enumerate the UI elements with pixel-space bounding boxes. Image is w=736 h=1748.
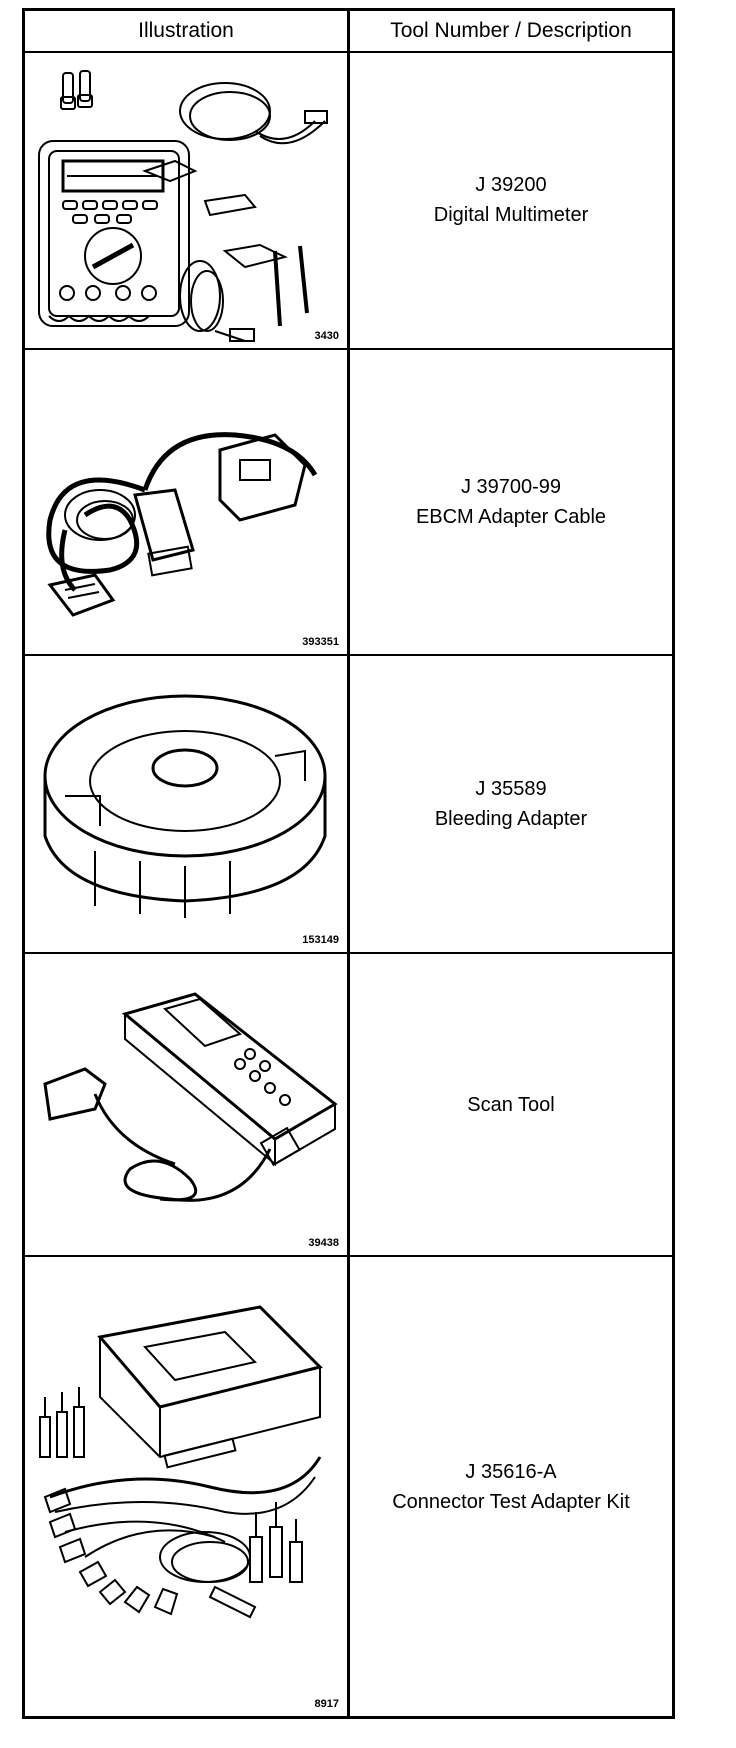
description-cell: J 35589 Bleeding Adapter bbox=[350, 656, 672, 952]
table-header: Illustration Tool Number / Description bbox=[25, 11, 672, 53]
illustration-cell: 39438 bbox=[25, 954, 350, 1255]
tool-number: J 39700-99 bbox=[460, 476, 562, 498]
figure-id: 3430 bbox=[314, 330, 339, 342]
table-row: 393351 J 39700-99 EBCM Adapter Cable bbox=[25, 350, 672, 656]
adapter-kit-icon bbox=[39, 1305, 323, 1619]
description-cell: J 39700-99 EBCM Adapter Cable bbox=[350, 350, 672, 654]
adapter-cable-icon bbox=[46, 432, 318, 617]
illustration-cell: 3430 bbox=[25, 51, 350, 348]
tool-description: EBCM Adapter Cable bbox=[415, 506, 607, 528]
tool-description: Bleeding Adapter bbox=[434, 808, 588, 830]
tool-description: Digital Multimeter bbox=[433, 203, 589, 226]
figure-id: 8917 bbox=[314, 1698, 339, 1710]
illustration-cell: 153149 bbox=[25, 656, 350, 952]
table-row: 39438 Scan Tool bbox=[25, 954, 672, 1257]
header-tool-number: Tool Number / Description bbox=[390, 19, 632, 42]
scan-tool-icon bbox=[43, 992, 338, 1202]
bleeding-adapter-icon bbox=[43, 694, 327, 918]
description-cell: Scan Tool bbox=[350, 954, 672, 1255]
figure-id: 153149 bbox=[302, 934, 339, 946]
tool-table: Illustration Tool Number / Description bbox=[22, 8, 675, 1719]
tool-description: Connector Test Adapter Kit bbox=[392, 1490, 630, 1513]
description-cell: J 39200 Digital Multimeter bbox=[350, 51, 672, 348]
tool-number: J 35616-A bbox=[465, 1460, 557, 1483]
tool-description: Scan Tool bbox=[467, 1093, 555, 1116]
multimeter-icon bbox=[38, 70, 328, 342]
table-row: 8917 J 35616-A Connector Test Adapter Ki… bbox=[25, 1257, 672, 1716]
illustration-cell: 393351 bbox=[25, 350, 350, 654]
table-row: 153149 J 35589 Bleeding Adapter bbox=[25, 656, 672, 954]
tool-number: J 39200 bbox=[475, 173, 547, 196]
illustration-cell: 8917 bbox=[25, 1257, 350, 1716]
tool-number: J 35589 bbox=[475, 778, 547, 800]
header-illustration: Illustration bbox=[25, 11, 350, 51]
figure-id: 393351 bbox=[302, 636, 339, 648]
figure-id: 39438 bbox=[308, 1237, 339, 1249]
table-row: 3430 J 39200 Digital Multimeter bbox=[25, 51, 672, 350]
description-cell: J 35616-A Connector Test Adapter Kit bbox=[350, 1257, 672, 1716]
